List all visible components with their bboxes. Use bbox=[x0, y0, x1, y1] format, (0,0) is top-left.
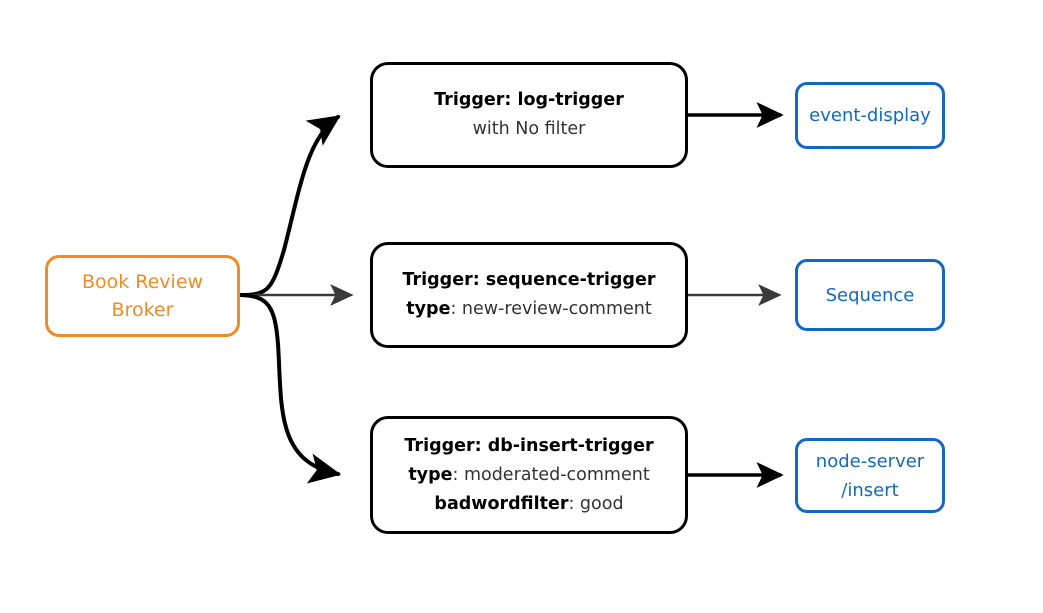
target-node-server-label-line1: node-server bbox=[815, 450, 925, 472]
trigger-db-line1: Trigger: db-insert-trigger bbox=[404, 432, 653, 461]
node-target-event-display[interactable]: event-display bbox=[795, 82, 945, 149]
trigger-sequence-line1: Trigger: sequence-trigger bbox=[403, 266, 656, 295]
broker-label-line1: Book Review bbox=[81, 271, 204, 293]
trigger-sequence-line1-bold: Trigger: sequence-trigger bbox=[402, 270, 656, 290]
trigger-db-line3-bold: badwordfilter bbox=[434, 493, 569, 514]
trigger-sequence-line2: type: new-review-comment bbox=[406, 295, 651, 324]
trigger-db-line1-bold: Trigger: db-insert-trigger bbox=[404, 435, 654, 456]
trigger-db-line2-bold: type bbox=[408, 464, 453, 485]
target-event-display-label: event-display bbox=[809, 105, 931, 126]
edge-broker-to-db-insert-trigger bbox=[239, 293, 342, 484]
target-node-server-label-line2: /insert bbox=[841, 479, 899, 501]
trigger-db-line3-rest: : good bbox=[568, 493, 624, 514]
trigger-sequence-line2-rest: : new-review-comment bbox=[450, 299, 652, 319]
trigger-log-line1-bold: Trigger: log-trigger bbox=[434, 90, 624, 110]
target-sequence-label: Sequence bbox=[825, 284, 915, 306]
trigger-log-line1: Trigger: log-trigger bbox=[434, 86, 624, 115]
node-trigger-db-insert-trigger[interactable]: Trigger: db-insert-trigger type: moderat… bbox=[370, 416, 688, 534]
trigger-db-line2-rest: : moderated-comment bbox=[452, 464, 650, 485]
trigger-sequence-line2-bold: type bbox=[406, 299, 451, 319]
trigger-log-line2-rest: with No filter bbox=[472, 119, 586, 139]
broker-label-line2: Broker bbox=[111, 299, 174, 321]
trigger-db-line2: type: moderated-comment bbox=[408, 461, 649, 490]
trigger-db-line3: badwordfilter: good bbox=[434, 490, 623, 519]
node-target-sequence[interactable]: Sequence bbox=[795, 259, 945, 331]
node-target-node-server-insert[interactable]: node-server /insert bbox=[795, 438, 945, 513]
trigger-log-line2: with No filter bbox=[473, 115, 586, 144]
edge-broker-to-log-trigger bbox=[239, 115, 341, 297]
node-trigger-sequence-trigger[interactable]: Trigger: sequence-trigger type: new-revi… bbox=[370, 242, 688, 348]
node-book-review-broker[interactable]: Book Review Broker bbox=[45, 255, 240, 337]
node-trigger-log-trigger[interactable]: Trigger: log-trigger with No filter bbox=[370, 62, 688, 168]
